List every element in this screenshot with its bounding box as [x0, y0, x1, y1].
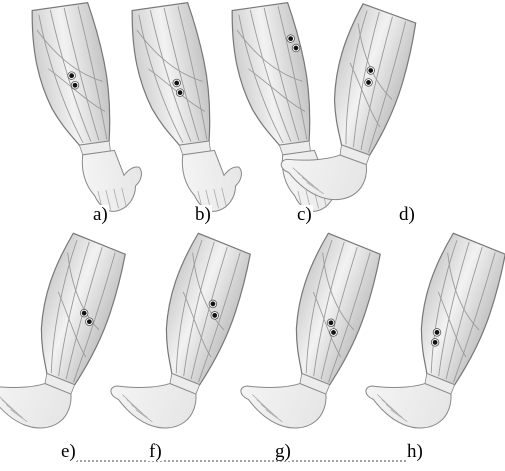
forearm-illustration: [18, 232, 133, 387]
arm-panel-f: [104, 225, 258, 439]
panel-label-g: g): [274, 442, 292, 461]
panel-label-f: f): [148, 442, 163, 461]
panel-label-a: a): [92, 205, 109, 224]
hand-illustration: [81, 147, 146, 215]
forearm-illustration: [273, 232, 388, 387]
arm-panel-a: [29, 0, 146, 219]
arm-panel-e: [0, 225, 133, 439]
forearm-illustration: [129, 2, 216, 150]
panel-label-d: d): [398, 205, 416, 224]
panel-label-e: e): [60, 442, 77, 461]
panel-label-c: c): [296, 205, 313, 224]
arm-panel-h: [359, 225, 505, 439]
arm-panel-g: [234, 225, 388, 439]
panel-label-b: b): [194, 205, 212, 224]
forearm-illustration: [143, 232, 258, 387]
panel-label-h: h): [406, 442, 424, 461]
forearm-illustration: [398, 232, 505, 387]
arm-panel-b: [129, 0, 246, 219]
forearm-illustration: [229, 2, 316, 150]
hand-illustration: [181, 147, 246, 215]
